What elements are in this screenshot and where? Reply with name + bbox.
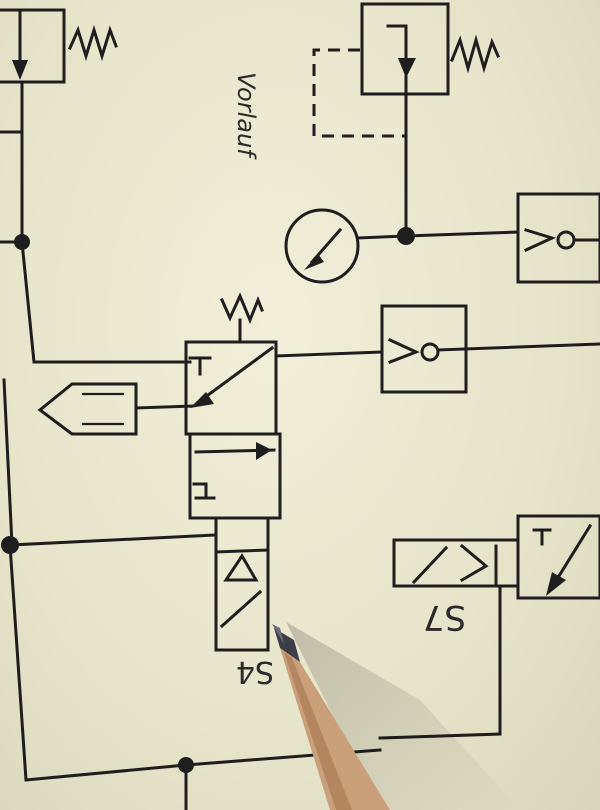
check-valve-top (516, 192, 600, 284)
s7-label: S7 (423, 597, 466, 637)
pressure-valve-right (312, 2, 500, 245)
supply-line-left (0, 130, 382, 810)
pressure-valve-left (0, 8, 118, 134)
check-valve-middle (274, 304, 600, 394)
pencil (272, 622, 520, 810)
s4-label: S4 (236, 654, 274, 689)
vorlauf-label: Vorlauf (232, 72, 260, 160)
silencer (37, 382, 194, 436)
pressure-gauge (284, 208, 520, 284)
directional-valve-s4 (184, 292, 282, 652)
